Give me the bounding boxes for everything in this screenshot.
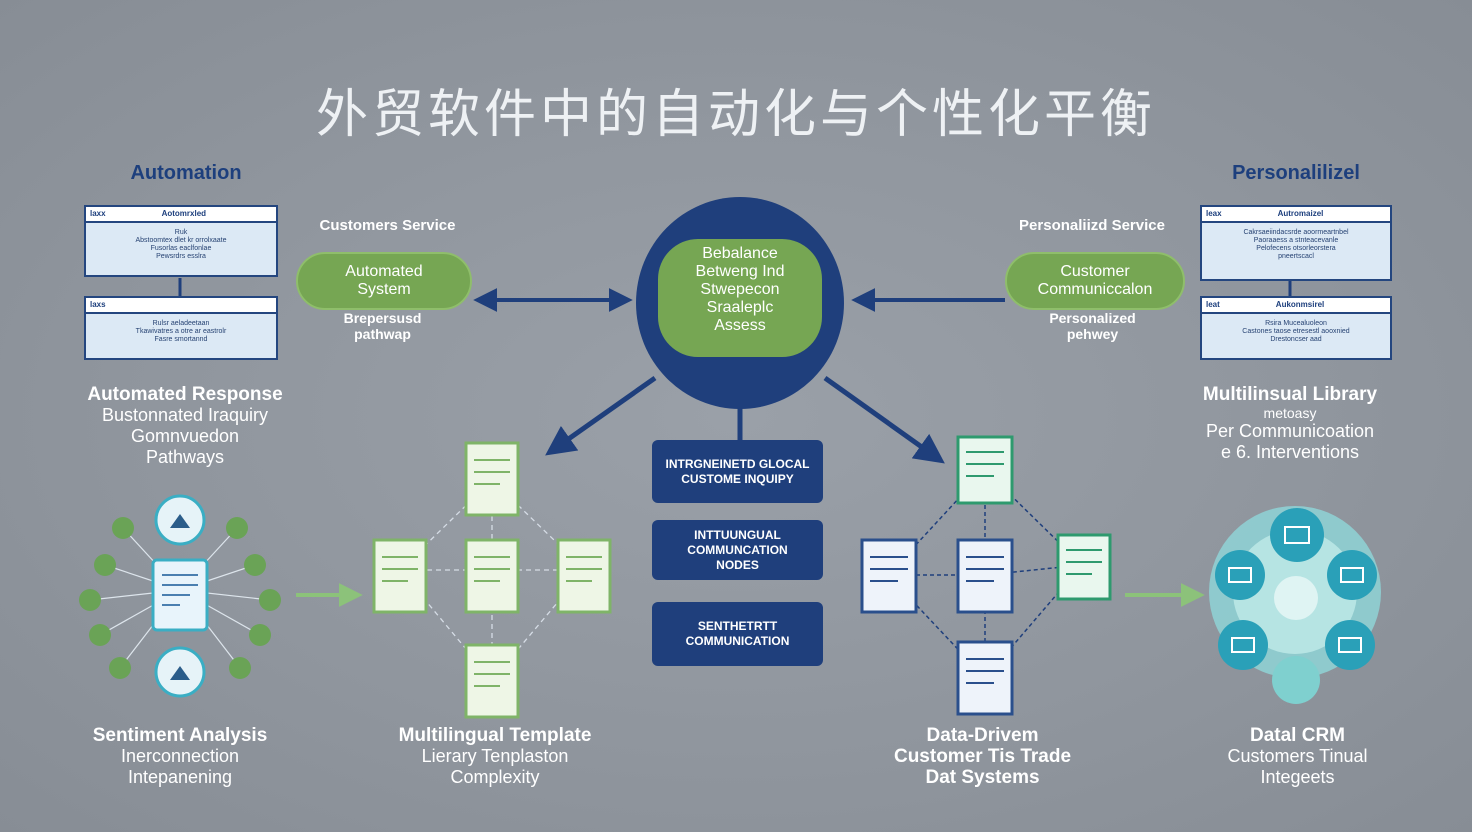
template-network-graphic (372, 441, 612, 719)
panel-tag: laxx (90, 209, 106, 218)
personalization-heading: Personalilizel (1232, 162, 1360, 184)
box-text: COMMUNICATION (685, 634, 790, 648)
data-crm-caption: Datal CRM Customers Tinual Integeets (1180, 725, 1415, 788)
caption-line: Data-Drivem (926, 725, 1039, 746)
caption-line: Bustonnated Iraquiry (101, 405, 269, 425)
multilingual-template-caption: Multilingual Template Lierary Tenplaston… (370, 725, 620, 788)
panel-line: Rulsr aeladeetaan (152, 320, 210, 327)
box-text: NODES (716, 557, 759, 572)
panel-line: Pelofecens otsorleorstera (1256, 245, 1336, 252)
box-text: CUSTOME INQUIPY (681, 471, 794, 486)
caption-line: Dat Systems (925, 767, 1040, 788)
panel-line: Tkawivatres a otre ar eastrolr (135, 328, 227, 335)
panel-head-label: Autromaizel (1277, 209, 1324, 218)
personalized-pathway-label: Personalized pehwey (1010, 310, 1175, 342)
balance-circle: Bebalance Betweng Ind Stwepecon Sraalepl… (636, 197, 844, 409)
panel-line: Drestoncser aad (1270, 336, 1322, 343)
automation-panel-2: laxs Rulsr aeladeetaan Tkawivatres a otr… (84, 296, 278, 360)
customer-communication-pill: Customer Communiccalon (1005, 252, 1185, 310)
caption-line: Multilinsual Library (1202, 384, 1378, 405)
panel-tag: leax (1206, 209, 1222, 218)
panel-line: Ruk (174, 229, 188, 236)
automated-pathway-label: Brepersusd pathwap (300, 310, 465, 342)
panel-line: Fusorlas eaclfonlae (150, 245, 212, 252)
sentiment-hub-graphic (79, 494, 281, 698)
circle-text: Bebalance (702, 245, 778, 262)
personalization-panel-2: leat Aukonmsirel Rsira Mucealuoleon Casto… (1200, 296, 1392, 360)
panel-line: Rsira Mucealuoleon (1265, 320, 1327, 327)
sentiment-communication-box: SENTHETRTT COMMUNICATION (652, 602, 823, 666)
pathway-text: Personalized (1049, 310, 1136, 326)
panel-line: Abstoomtex dlet kr orrolxaate (135, 237, 227, 244)
caption-line: Per Communicoation (1205, 421, 1375, 441)
pathway-text: pathwap (354, 326, 411, 342)
box-text: INTTUUNGUAL (694, 527, 781, 542)
caption-line: Multilingual Template (398, 725, 592, 746)
circle-text: Sraaleplc (706, 299, 774, 316)
balance-circle-inner: Bebalance Betweng Ind Stwepecon Sraalepl… (658, 239, 822, 357)
caption-line: Inerconnection (120, 746, 240, 766)
caption-line: Gomnvuedon (130, 426, 240, 446)
caption-line: Lierary Tenplaston (421, 746, 569, 766)
multilingual-library-caption: Multilinsual Library metoasy Per Communi… (1170, 384, 1410, 463)
automated-response-caption: Automated Response Bustonnated Iraquiry … (60, 384, 310, 468)
caption-line: Sentiment Analysis (92, 725, 268, 746)
pill-text: System (357, 281, 411, 298)
panel-line: Pewsrdrs esslra (156, 253, 206, 260)
page-title: 外贸软件中的自动化与个性化平衡 (315, 85, 1156, 145)
panel-head-label: Aukonmsirel (1275, 300, 1325, 309)
panel-line: Fasre smortannd (154, 336, 208, 343)
automation-heading: Automation (130, 162, 242, 184)
diag-right-arrow (823, 375, 945, 464)
panel-line: pneertscacl (1278, 253, 1314, 260)
pill-text: Automated (345, 263, 423, 280)
caption-line: Integeets (1260, 767, 1335, 787)
customers-service-label: Customers Service (319, 217, 456, 234)
panel-tag: laxs (90, 300, 106, 309)
caption-line: metoasy (1263, 405, 1317, 421)
caption-line: Pathways (145, 447, 225, 467)
panel-tag: leat (1206, 300, 1220, 309)
circle-text: Stwepecon (700, 281, 780, 298)
box-text: SENTHETRTT (697, 619, 778, 633)
box-text: INTRGNEINETD GLOCAL (665, 456, 810, 471)
box-text: COMMUNCATION (687, 542, 788, 557)
caption-line: Customers Tinual (1227, 746, 1368, 766)
data-network-graphic (860, 435, 1112, 716)
panel-line: Cakrsaeiindacsrde aoormeartnbel (1243, 229, 1349, 236)
automated-system-pill: Automated System (296, 252, 472, 310)
pathway-text: pehwey (1066, 326, 1119, 342)
pathway-text: Brepersusd (343, 310, 422, 326)
caption-line: e 6. Interventions (1220, 442, 1360, 462)
crm-cluster-graphic (1209, 506, 1381, 704)
automation-panel-1: laxx Aotomrxled Ruk Abstoomtex dlet kr or… (84, 205, 278, 277)
caption-line: Automated Response (87, 384, 283, 405)
circle-text: Betweng Ind (695, 263, 785, 280)
diag-left-arrow (545, 375, 657, 456)
pill-text: Communiccalon (1037, 281, 1153, 298)
caption-line: Datal CRM (1249, 725, 1345, 746)
communication-nodes-box: INTTUUNGUAL COMMUNCATION NODES (652, 520, 823, 580)
personalization-panel-1: leax Autromaizel Cakrsaeiindacsrde aoorme… (1200, 205, 1392, 281)
data-driven-caption: Data-Drivem Customer Tis Trade Dat Syste… (860, 725, 1105, 788)
panel-line: Castones taose etresestl aooxnied (1242, 328, 1350, 335)
caption-line: Customer Tis Trade (893, 746, 1072, 767)
panel-line: Paoraaess a stnteacevanle (1253, 237, 1339, 244)
caption-line: Complexity (450, 767, 540, 787)
global-inquiry-box: INTRGNEINETD GLOCAL CUSTOME INQUIPY (652, 440, 823, 503)
circle-text: Assess (714, 317, 766, 334)
caption-line: Intepanening (127, 767, 233, 787)
pill-text: Customer (1060, 263, 1130, 280)
panel-head-label: Aotomrxled (161, 209, 207, 218)
sentiment-analysis-caption: Sentiment Analysis Inerconnection Intepa… (60, 725, 300, 788)
personalized-service-label: Personaliizd Service (1019, 217, 1165, 234)
